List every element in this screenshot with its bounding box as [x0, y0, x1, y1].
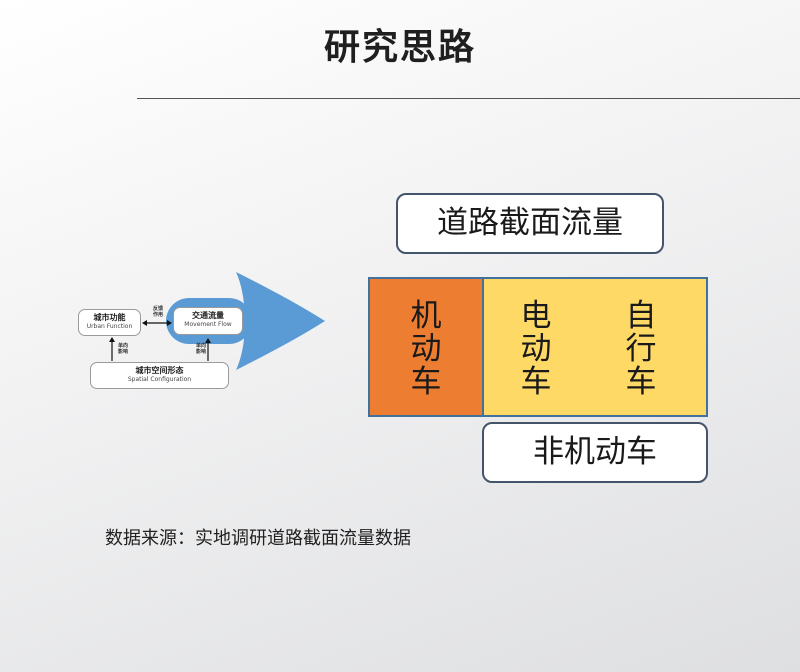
- electric-vehicle-label: 电动车: [520, 298, 552, 400]
- feedback-arrowhead-right: [167, 320, 172, 326]
- big-arrow-icon: [236, 272, 325, 370]
- movement-flow-zh: 交通流量: [192, 311, 224, 320]
- section-flow-box: 道路截面流量: [396, 193, 664, 254]
- spatial-configuration-zh: 城市空间形态: [135, 366, 184, 375]
- bicycle-label: 自行车: [625, 298, 657, 400]
- non-motor-vehicle-block: 电动车 自行车: [482, 277, 708, 417]
- one-way-label-right-line2: 影响: [195, 349, 206, 355]
- one-way-label-left-line2: 影响: [117, 349, 128, 355]
- urban-function-en: Urban Function: [86, 323, 133, 330]
- non-motor-vehicle-box: 非机动车: [482, 422, 708, 483]
- title-divider: [137, 98, 800, 99]
- one-way-arrowhead-left: [109, 337, 115, 342]
- urban-function-zh: 城市功能: [93, 313, 126, 322]
- feedback-label-line1: 反馈: [152, 306, 163, 312]
- one-way-label-left-line1: 单向: [117, 343, 128, 349]
- motor-vehicle-label: 机动车: [410, 298, 442, 400]
- urban-function-box: 城市功能 Urban Function: [78, 309, 141, 336]
- feedback-arrowhead-left: [142, 320, 147, 326]
- data-source-note: 数据来源：实地调研道路截面流量数据: [105, 528, 411, 549]
- one-way-label-left: 单向 影响: [115, 343, 131, 355]
- movement-flow-en: Movement Flow: [184, 321, 232, 328]
- spatial-configuration-box: 城市空间形态 Spatial Configuration: [90, 362, 229, 389]
- one-way-arrowhead-right: [205, 338, 211, 343]
- one-way-label-right-line1: 单向: [195, 343, 206, 349]
- feedback-label-line2: 作用: [152, 312, 163, 318]
- one-way-label-right: 单向 影响: [193, 343, 209, 355]
- spatial-configuration-en: Spatial Configuration: [127, 376, 192, 383]
- page-title: 研究思路: [323, 27, 476, 68]
- motor-vehicle-block: 机动车: [368, 277, 484, 417]
- feedback-label: 反馈 作用: [150, 306, 166, 318]
- movement-flow-box: 交通流量 Movement Flow: [173, 307, 243, 335]
